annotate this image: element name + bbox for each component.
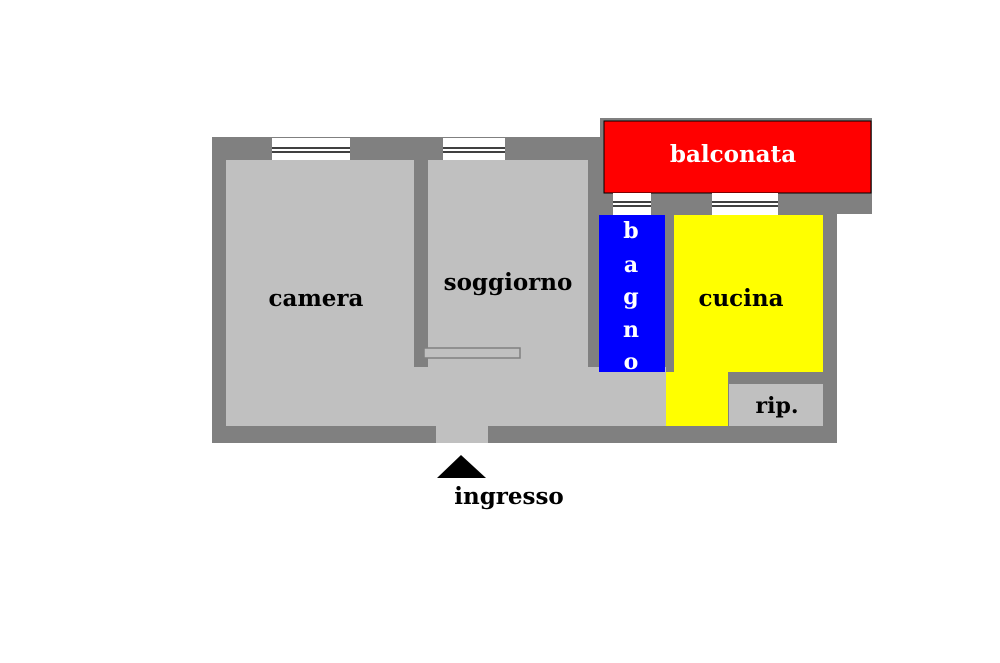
bagno-letter: n [623, 317, 639, 343]
label-ripostiglio: rip. [756, 393, 799, 419]
bagno-letter: o [624, 349, 639, 375]
camera-floor [226, 160, 414, 426]
entrance-floor [436, 424, 488, 443]
bagno-letter: a [624, 252, 638, 278]
balconata-area [603, 120, 872, 194]
cucina-floor-lower [666, 372, 728, 426]
sliding-door [423, 347, 521, 359]
label-cucina: cucina [698, 285, 783, 312]
bagno-letter: b [623, 218, 638, 244]
corridor-floor [414, 367, 666, 426]
window-soggiorno [443, 138, 505, 160]
label-bagno: b a g n o [623, 218, 639, 375]
label-soggiorno: soggiorno [444, 269, 573, 296]
entrance-arrow-icon [437, 455, 486, 478]
soggiorno-floor [428, 160, 588, 372]
bagno-floor [599, 215, 665, 372]
label-ingresso: ingresso [454, 483, 564, 510]
window-camera [272, 138, 350, 160]
window-cucina [712, 193, 778, 215]
bagno-letter: g [623, 284, 638, 310]
label-camera: camera [269, 285, 364, 312]
window-bagno [613, 193, 651, 215]
cucina-floor [674, 215, 823, 372]
ripostiglio-floor [729, 384, 823, 426]
label-balconata: balconata [670, 141, 796, 168]
